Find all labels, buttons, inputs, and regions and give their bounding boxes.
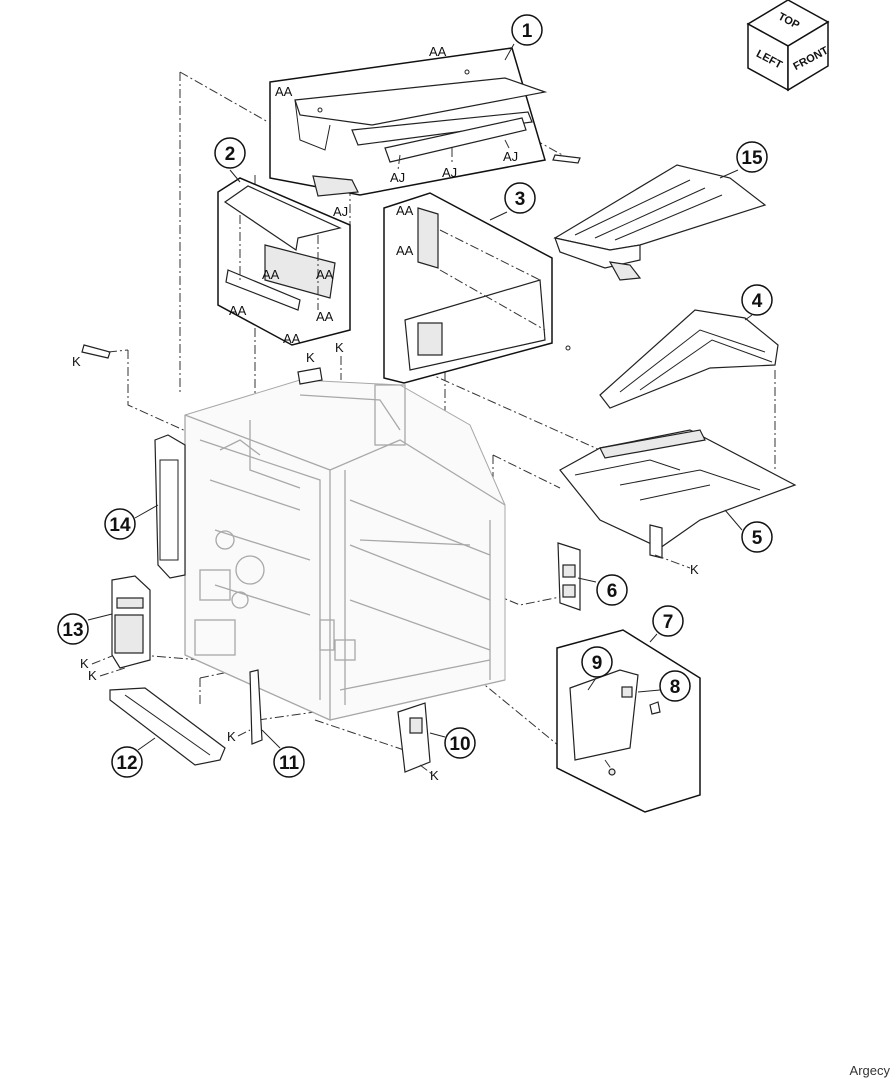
label-aj-1b: AJ — [442, 165, 457, 180]
label-aj-1c: AJ — [503, 149, 518, 164]
label-aa-2d: AA — [316, 309, 334, 324]
label-k-11: K — [227, 729, 236, 744]
label-aa-1b: AA — [275, 84, 293, 99]
k-mounting-parts: K K K — [72, 340, 344, 385]
credit-text: Argecy — [849, 1063, 890, 1078]
part-13-left-cover: K K — [80, 575, 151, 683]
label-k-13a: K — [80, 656, 89, 671]
svg-text:14: 14 — [109, 515, 131, 536]
svg-text:6: 6 — [607, 581, 618, 602]
callout-14: 14 — [104, 508, 136, 540]
orientation-cube: TOP LEFT FRONT — [746, 0, 831, 92]
svg-text:13: 13 — [62, 620, 83, 641]
svg-text:7: 7 — [663, 612, 674, 633]
callout-9: 9 — [581, 646, 613, 678]
callout-1: 1 — [511, 14, 543, 46]
callout-4: 4 — [741, 284, 773, 316]
label-k-13b: K — [88, 668, 97, 683]
label-k-b: K — [306, 350, 315, 365]
part-14-left-rear-cover — [154, 434, 186, 579]
label-k-10: K — [430, 768, 439, 783]
svg-text:12: 12 — [116, 753, 137, 774]
callout-leaders — [87, 43, 753, 751]
label-aj-1a: AJ — [390, 170, 405, 185]
svg-text:4: 4 — [752, 291, 763, 312]
callout-10: 10 — [444, 727, 476, 759]
part-10-front-panel: K — [397, 702, 439, 783]
callout-5: 5 — [741, 521, 773, 553]
callout-12: 12 — [111, 746, 143, 778]
label-aa-2a: AA — [262, 267, 280, 282]
svg-text:15: 15 — [741, 148, 763, 169]
part-15-output-tray — [553, 164, 767, 281]
label-k-5: K — [690, 562, 699, 577]
part-2-left-top-cover: AA AA AA AA AA — [217, 177, 351, 346]
svg-text:1: 1 — [522, 21, 533, 42]
label-aa-2e: AA — [283, 331, 301, 346]
callout-15: 15 — [736, 141, 768, 173]
svg-text:10: 10 — [449, 734, 470, 755]
label-aj-1d: AJ — [333, 204, 348, 219]
part-6-connector-plate — [557, 542, 581, 611]
callout-13: 13 — [57, 613, 89, 645]
part-7-controller-box — [556, 629, 701, 813]
callout-8: 8 — [659, 670, 691, 702]
part-1-top-cover: AA AA AJ AJ AJ AJ — [269, 44, 581, 219]
svg-text:11: 11 — [279, 753, 300, 774]
label-aa-1a: AA — [429, 44, 447, 59]
label-aa-3b: AA — [396, 243, 414, 258]
callout-7: 7 — [652, 605, 684, 637]
part-4-duplex-guide — [599, 309, 779, 409]
label-k-c: K — [335, 340, 344, 355]
label-k-a: K — [72, 354, 81, 369]
callout-3: 3 — [504, 182, 536, 214]
callout-11: 11 — [273, 746, 305, 778]
svg-text:2: 2 — [225, 144, 236, 165]
part-11-front-strip: K — [227, 669, 263, 745]
machine-frame — [184, 379, 506, 722]
svg-text:8: 8 — [670, 677, 681, 698]
callout-6: 6 — [596, 574, 628, 606]
part-12-front-bottom-cover — [109, 687, 226, 766]
part-3-rear-cover: AA AA — [383, 192, 571, 384]
svg-text:3: 3 — [515, 189, 526, 210]
callout-2: 2 — [214, 137, 246, 169]
part-5-exit-assembly: K — [559, 429, 797, 577]
svg-text:9: 9 — [592, 653, 603, 674]
label-aa-2c: AA — [229, 303, 247, 318]
svg-text:5: 5 — [752, 528, 763, 549]
label-aa-3a: AA — [396, 203, 414, 218]
label-aa-2b: AA — [316, 267, 334, 282]
